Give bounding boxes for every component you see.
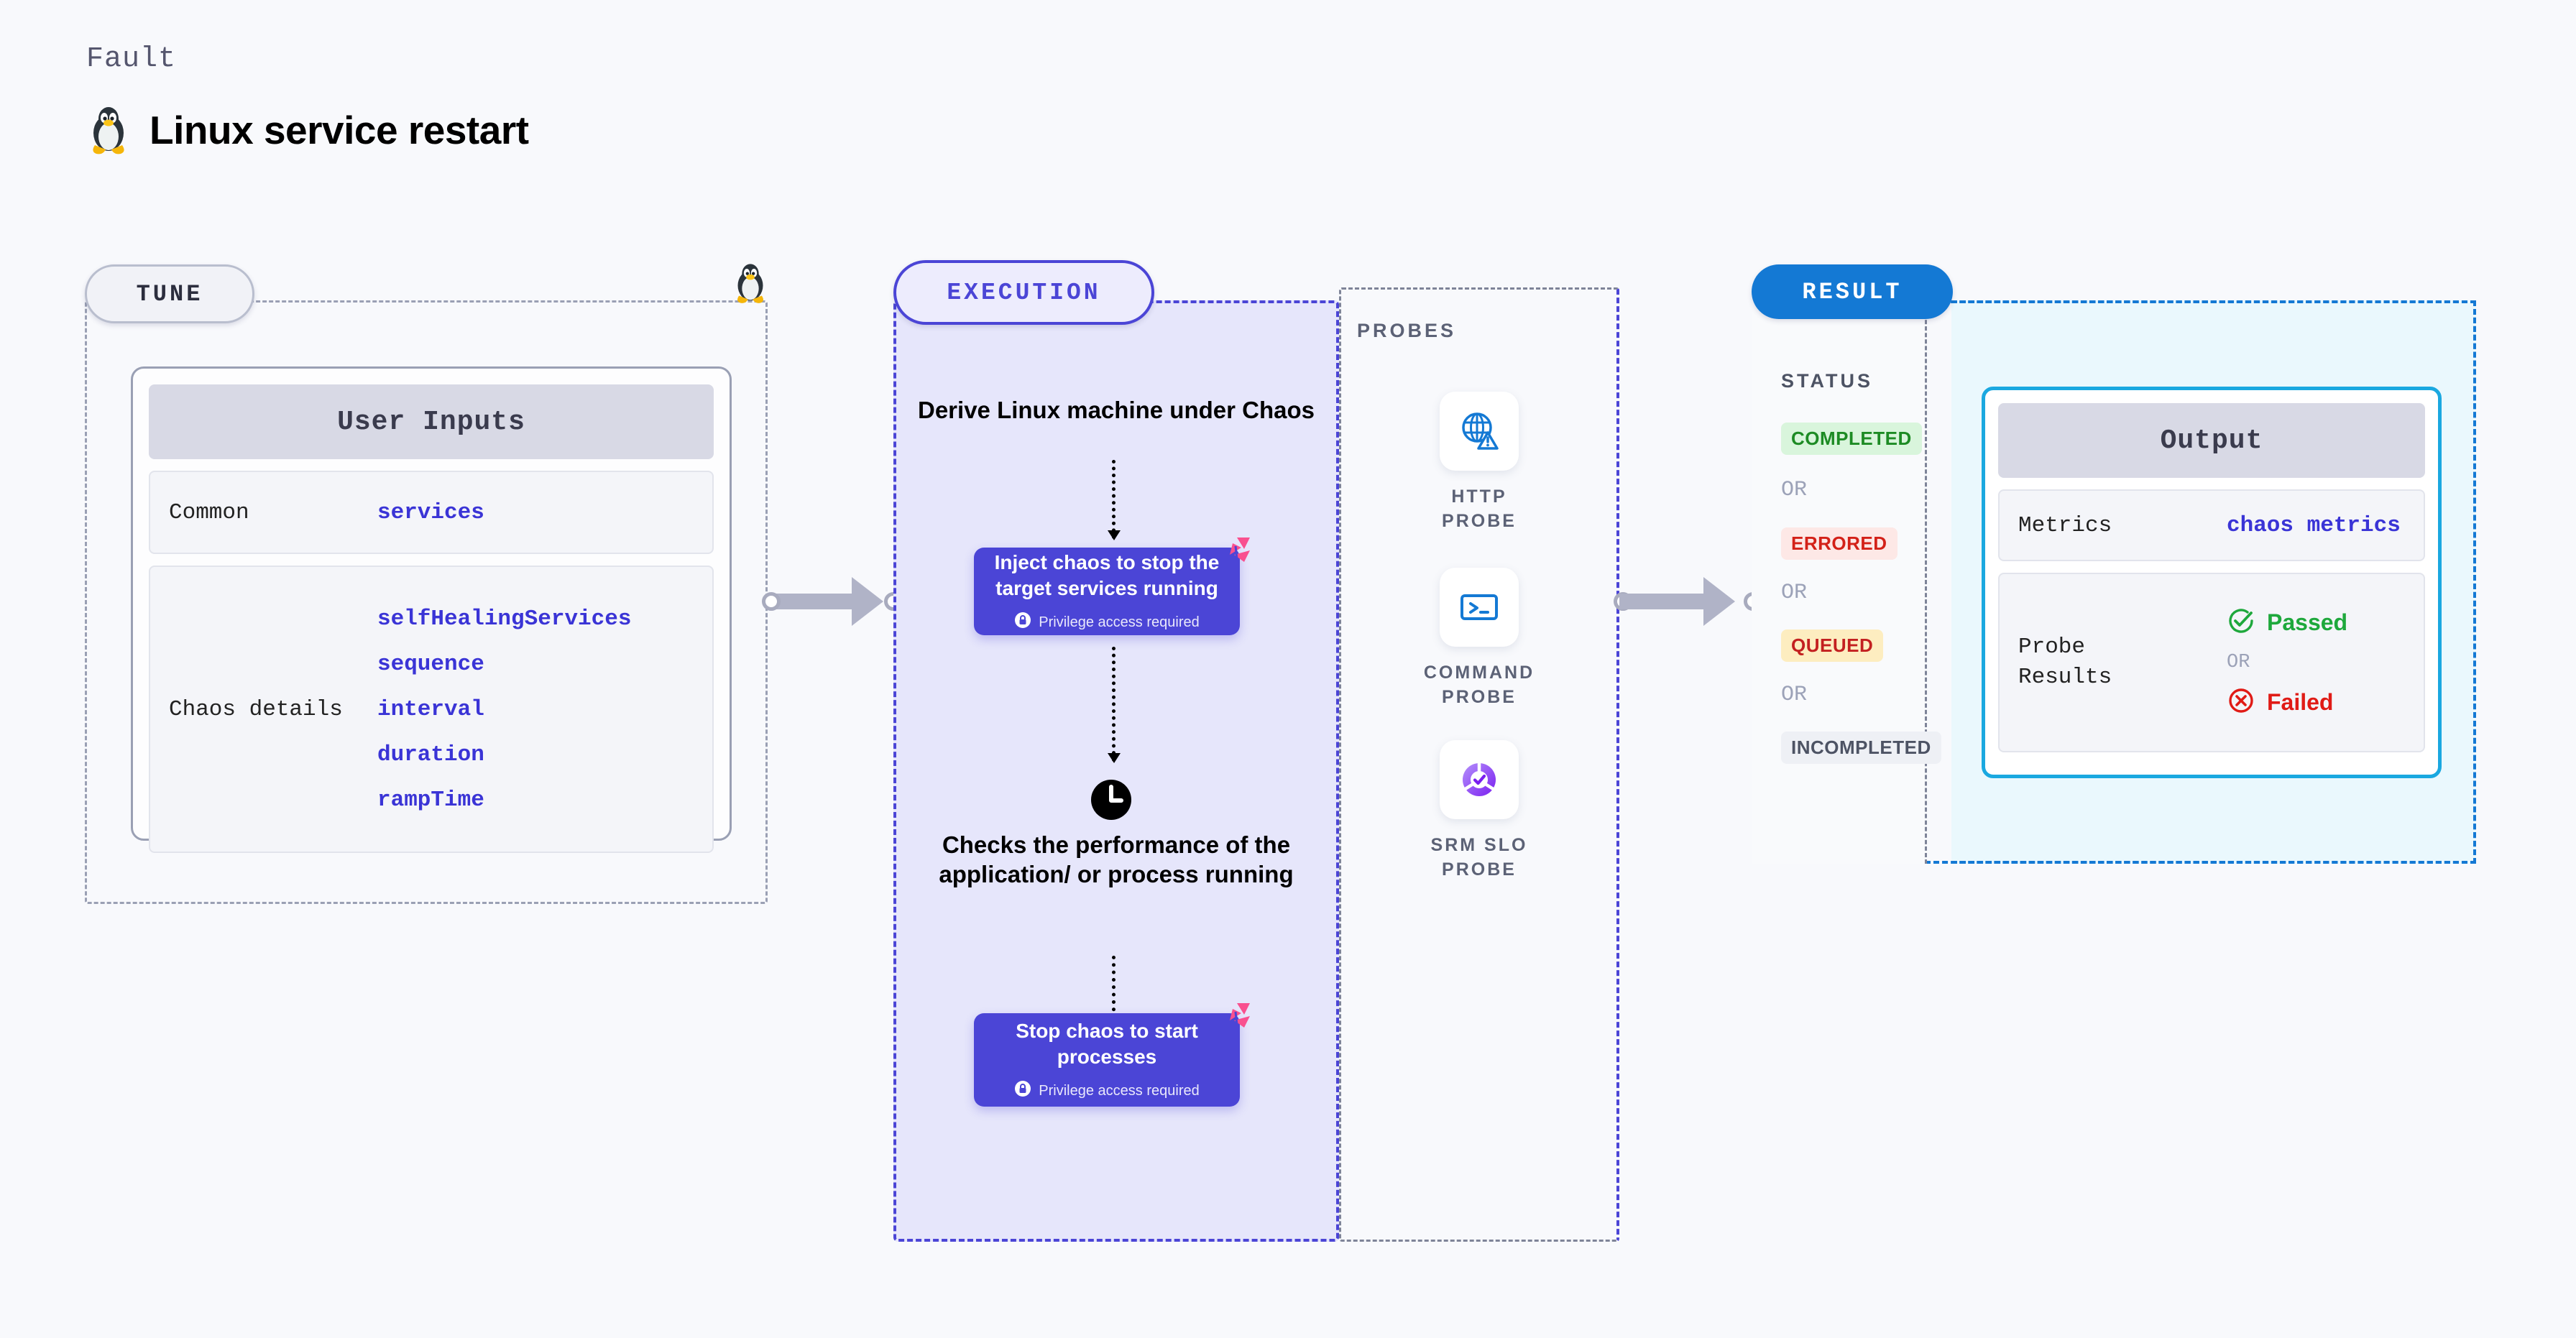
- tune-row-key: Chaos details: [169, 696, 343, 722]
- output-metrics-value[interactable]: chaos metrics: [2227, 512, 2401, 538]
- user-inputs-title: User Inputs: [149, 384, 714, 459]
- status-badge-completed: COMPLETED: [1781, 423, 1922, 455]
- status-badge-errored: ERRORED: [1781, 527, 1898, 560]
- output-row-metrics: Metrics chaos metrics: [1998, 489, 2425, 561]
- execution-step-stop: Stop chaos to start processes Privilege …: [974, 1003, 1250, 1107]
- tux-penguin-icon: [86, 104, 131, 156]
- inject-title: Inject chaos to stop the target services…: [994, 550, 1220, 599]
- execution-step-derive: Derive Linux machine under Chaos: [918, 397, 1315, 423]
- connector-arrowhead: [1703, 577, 1735, 626]
- privilege-text: Privilege access required: [1039, 1082, 1200, 1099]
- tune-param-ramptime[interactable]: rampTime: [377, 787, 484, 813]
- tune-row-key: Common: [169, 499, 249, 525]
- tune-tux-penguin-icon: [732, 262, 769, 308]
- probe-http[interactable]: HTTP PROBE: [1414, 392, 1544, 534]
- probe-command[interactable]: COMMAND PROBE: [1414, 568, 1544, 710]
- clock-icon: [1084, 772, 1138, 827]
- connector-dot: [762, 592, 781, 611]
- or-separator: OR: [1781, 478, 1808, 502]
- probe-result-failed: Failed: [2227, 686, 2347, 719]
- execution-step-inject: Inject chaos to stop the target services…: [974, 537, 1250, 635]
- slo-donut-check-icon: [1440, 740, 1519, 819]
- connector-line: [1619, 594, 1713, 609]
- result-pill: RESULT: [1752, 264, 1953, 319]
- terminal-icon: [1440, 568, 1519, 647]
- stop-title: Stop chaos to start processes: [1016, 1019, 1198, 1068]
- or-separator: OR: [1781, 683, 1808, 707]
- page-header: Fault Linux service restart: [86, 43, 529, 156]
- litmus-logo-icon: [1218, 999, 1253, 1037]
- failed-label: Failed: [2267, 689, 2334, 715]
- tune-param-duration[interactable]: duration: [377, 742, 484, 767]
- probes-label: PROBES: [1357, 320, 1457, 341]
- connector-line: [768, 594, 861, 609]
- probe-label: HTTP PROBE: [1442, 486, 1517, 531]
- output-row-key: Probe Results: [2018, 635, 2112, 690]
- status-badge-queued: QUEUED: [1781, 629, 1884, 662]
- privilege-badge: Privilege access required: [1014, 612, 1200, 633]
- lock-icon: [1014, 612, 1031, 633]
- user-inputs-card: User Inputs Common services Chaos detail…: [131, 366, 732, 853]
- or-separator: OR: [2227, 652, 2250, 673]
- tune-row-common: Common services: [149, 471, 714, 554]
- tune-row-chaos-details: Chaos details selfHealingServices sequen…: [149, 566, 714, 853]
- page-title-text: Linux service restart: [150, 108, 529, 152]
- tune-param-interval[interactable]: interval: [377, 696, 484, 722]
- flow-arrow-derive-to-inject: [1108, 460, 1121, 540]
- tune-param-selfhealingservices[interactable]: selfHealingServices: [377, 606, 632, 632]
- status-column: [1752, 300, 1927, 864]
- privilege-badge: Privilege access required: [1014, 1080, 1200, 1102]
- output-row-probe-results: Probe Results Passed OR: [1998, 573, 2425, 752]
- probe-label: COMMAND PROBE: [1423, 663, 1535, 707]
- output-title: Output: [1998, 403, 2425, 478]
- tune-pill: TUNE: [85, 264, 254, 323]
- execution-step-check: Checks the performance of the applicatio…: [939, 831, 1294, 888]
- status-heading: STATUS: [1781, 370, 1873, 392]
- connector-arrowhead: [852, 577, 883, 626]
- globe-warning-icon: [1440, 392, 1519, 471]
- lock-icon: [1014, 1080, 1031, 1102]
- litmus-logo-icon: [1218, 533, 1253, 571]
- or-separator: OR: [1781, 581, 1808, 605]
- passed-label: Passed: [2267, 609, 2348, 635]
- output-row-key: Metrics: [2018, 512, 2112, 538]
- page-title: Linux service restart: [86, 104, 529, 156]
- flow-arrow-inject-to-check: [1108, 647, 1121, 763]
- privilege-text: Privilege access required: [1039, 614, 1200, 630]
- tune-param-services[interactable]: services: [377, 499, 484, 525]
- probe-label: SRM SLO PROBE: [1430, 835, 1528, 880]
- probe-srm-slo[interactable]: SRM SLO PROBE: [1414, 740, 1544, 882]
- status-badge-incompleted: INCOMPLETED: [1781, 732, 1941, 764]
- execution-pill: EXECUTION: [893, 260, 1154, 325]
- eyebrow-label: Fault: [86, 43, 177, 75]
- probe-result-passed: Passed: [2227, 606, 2347, 639]
- output-card: Output Metrics chaos metrics Probe Resul…: [1982, 387, 2442, 778]
- tune-param-sequence[interactable]: sequence: [377, 651, 484, 677]
- check-circle-icon: [2227, 606, 2255, 639]
- x-circle-icon: [2227, 686, 2255, 719]
